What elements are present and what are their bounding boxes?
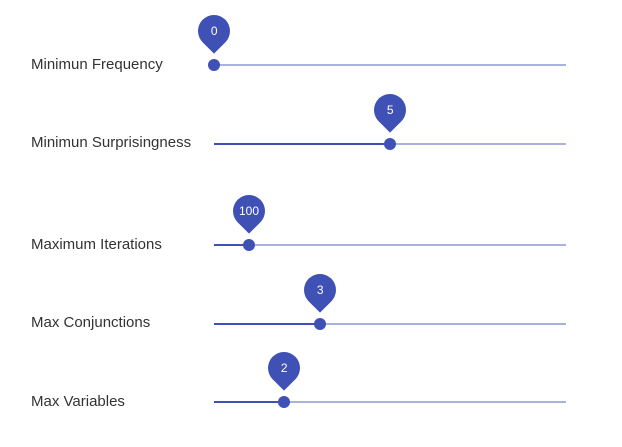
slider-value: 0	[210, 24, 218, 38]
slider-value-bubble: 2	[261, 345, 308, 391]
slider-value-bubble: 0	[191, 8, 237, 54]
slider-track-fill	[214, 244, 250, 246]
slider-thumb[interactable]	[313, 318, 326, 330]
slider-value: 3	[316, 283, 323, 297]
slider-track-fill	[214, 143, 390, 145]
slider-label: Max Variables	[31, 393, 125, 410]
slider-label: Minimun Frequency	[31, 56, 163, 73]
slider-value: 100	[239, 204, 260, 218]
slider-value: 2	[281, 361, 288, 375]
slider-track-fill	[214, 401, 285, 403]
slider-value-bubble: 5	[367, 87, 413, 133]
slider-thumb[interactable]	[384, 138, 396, 150]
slider-thumb[interactable]	[243, 239, 256, 251]
slider-thumb[interactable]	[208, 59, 220, 71]
slider-track[interactable]: 5	[214, 87, 566, 150]
slider-label: Minimun Surprisingness	[31, 134, 192, 151]
slider-label: Max Conjunctions	[31, 314, 151, 331]
slider-value-bubble: 3	[296, 267, 343, 313]
slider-track[interactable]: 2	[214, 345, 566, 408]
slider-track-fill	[214, 323, 320, 325]
slider-label: Maximum Iterations	[31, 236, 162, 253]
slider-track[interactable]: 0	[191, 8, 566, 71]
slider-value-bubble: 100	[226, 188, 272, 234]
slider-thumb[interactable]	[278, 396, 291, 408]
slider-track[interactable]: 3	[214, 267, 566, 330]
slider-value: 5	[386, 103, 394, 117]
slider-track[interactable]: 100	[214, 188, 566, 251]
